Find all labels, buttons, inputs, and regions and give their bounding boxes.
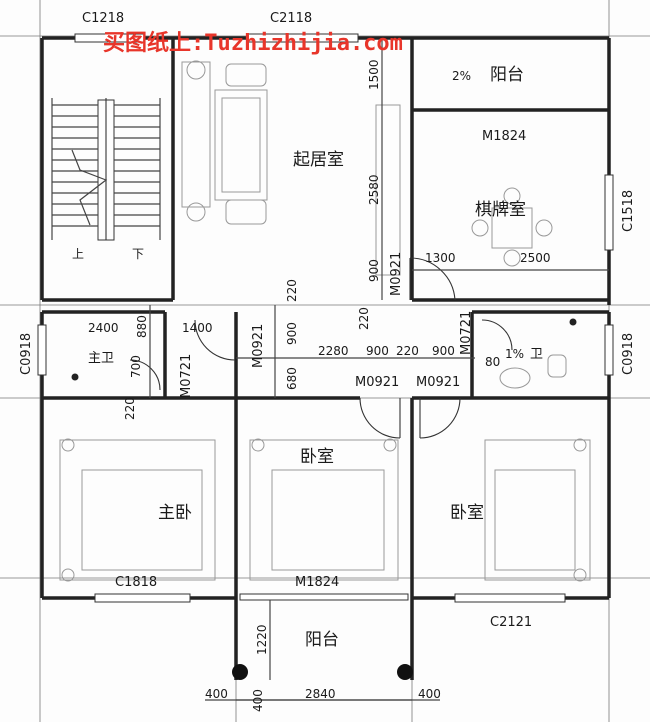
bed-master-icon	[59, 438, 216, 582]
dim-880: 880	[135, 315, 149, 338]
door-m0921-h2-label: M0921	[416, 375, 460, 390]
dim-900d: 900	[432, 344, 455, 358]
door-m0721-left-label: M0721	[179, 354, 194, 398]
window-c0918-left-label: C0918	[19, 333, 34, 375]
dim-2580: 2580	[367, 174, 381, 205]
room-bath-label: 卫	[530, 347, 543, 362]
dim-220c: 220	[123, 397, 137, 420]
dim-1300: 1300	[425, 251, 456, 265]
windows	[37, 33, 614, 603]
room-bed-mid-label: 卧室	[300, 447, 334, 467]
window-c1818-label: C1818	[115, 575, 157, 590]
dim-2840: 2840	[305, 687, 336, 701]
dim-2500: 2500	[520, 251, 551, 265]
dim-1220: 1220	[255, 624, 269, 655]
dim-400a: 400	[205, 687, 228, 701]
stairs-up-label: 上	[72, 247, 84, 261]
dim-700: 700	[129, 355, 143, 378]
balcony-columns	[232, 664, 413, 680]
room-balcony-top-label: 阳台	[490, 65, 524, 85]
dim-1500: 1500	[367, 59, 381, 90]
partition-screen	[375, 104, 401, 276]
floor-drain-icon	[71, 318, 577, 381]
window-c2118-label: C2118	[270, 11, 312, 26]
dim-1400: 1400	[182, 321, 213, 335]
sofa-set-icon	[181, 60, 268, 225]
dim-400c: 400	[418, 687, 441, 701]
dim-2400: 2400	[88, 321, 119, 335]
bed-right-icon	[484, 438, 591, 582]
dim-400b: 400	[251, 689, 265, 712]
dim-80: 80	[485, 355, 500, 369]
dim-220b: 220	[357, 307, 371, 330]
door-m0921-v2-label: M0921	[251, 324, 266, 368]
door-m0721-right-label: M0721	[459, 311, 474, 355]
dim-220d: 220	[396, 344, 419, 358]
bed-mid-icon	[249, 438, 399, 581]
door-m0921-h1-label: M0921	[355, 375, 399, 390]
room-chess-label: 棋牌室	[475, 200, 526, 220]
room-living-label: 起居室	[293, 150, 344, 170]
room-balcony-bottom-label: 阳台	[305, 630, 339, 650]
window-c0918-right-label: C0918	[621, 333, 636, 375]
dim-680: 680	[285, 367, 299, 390]
room-master-bath-label: 主卫	[88, 351, 114, 366]
window-c1518-label: C1518	[621, 190, 636, 232]
door-m0921-v1-label: M0921	[389, 252, 404, 296]
window-c1218-label: C1218	[82, 11, 124, 26]
dim-220a: 220	[285, 279, 299, 302]
dim-900a: 900	[367, 259, 381, 282]
window-c2121-label: C2121	[490, 615, 532, 630]
dim-2280: 2280	[318, 344, 349, 358]
chess-table-icon	[471, 187, 553, 267]
stairs-down-label: 下	[132, 247, 144, 261]
dim-900c: 900	[366, 344, 389, 358]
watermark-text: 买图纸上:Tuzhizhijia.com	[103, 30, 403, 56]
door-m1824-bottom-label: M1824	[295, 575, 339, 590]
door-m1824-top-label: M1824	[482, 129, 526, 144]
room-master-bed-label: 主卧	[158, 503, 192, 523]
staircase	[51, 98, 161, 241]
slope-bath-label: 1%	[505, 347, 524, 361]
toilet-icon	[499, 354, 567, 389]
dimension-lines	[149, 40, 609, 701]
room-bed-right-label: 卧室	[450, 503, 484, 523]
slope-top-label: 2%	[452, 69, 471, 83]
dim-900b: 900	[285, 322, 299, 345]
